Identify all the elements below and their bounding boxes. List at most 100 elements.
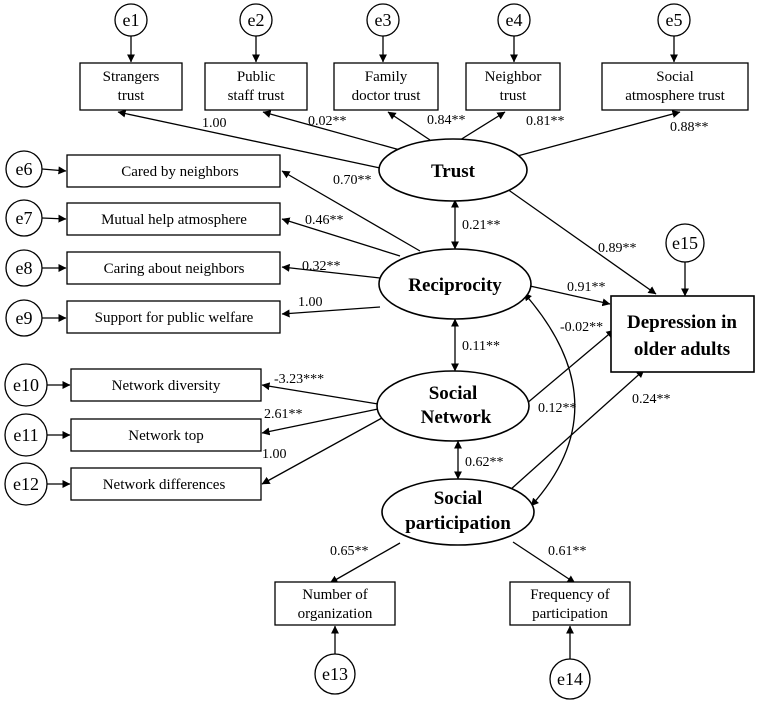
error-circle-e12 <box>4 462 48 506</box>
label-network-differences: Network differences <box>103 477 226 493</box>
coef-network-depression: -0.02** <box>560 320 603 335</box>
error-label-e11: e11 <box>13 425 38 445</box>
edge-trust-neighbor <box>459 111 506 141</box>
coef-network-top: 2.61** <box>264 407 303 422</box>
coef-trust-neighbor: 0.81** <box>526 114 565 129</box>
label-social-atmosphere-trust-2: atmosphere trust <box>625 88 725 104</box>
latent-social-network-label-2: Network <box>421 407 492 428</box>
latent-social-network-label-1: Social <box>429 383 478 404</box>
coef-trust-public-staff: 0.02** <box>308 114 347 129</box>
label-strangers-trust-1: Strangers <box>103 69 160 85</box>
coef-reciprocity-network: 0.11** <box>462 339 500 354</box>
coef-recip-mutual: 0.46** <box>305 213 344 228</box>
label-number-of-organization-2: organization <box>298 606 373 622</box>
latent-reciprocity <box>378 248 532 320</box>
label-support-public-welfare: Support for public welfare <box>95 310 254 326</box>
error-label-e9: e9 <box>16 308 33 328</box>
box-network-differences <box>70 467 262 501</box>
label-public-staff-trust-2: staff trust <box>228 88 286 104</box>
label-social-atmosphere-trust-1: Social <box>656 69 694 85</box>
error-label-e2: e2 <box>248 10 265 30</box>
coef-trust-family-doctor: 0.84** <box>427 113 466 128</box>
label-neighbor-trust-1: Neighbor <box>485 69 542 85</box>
box-neighbor-trust <box>465 62 561 111</box>
latent-trust-label: Trust <box>431 161 476 182</box>
box-mutual-help-atmosphere <box>66 202 281 236</box>
coef-trust-reciprocity: 0.21** <box>462 218 501 233</box>
label-network-top: Network top <box>128 428 203 444</box>
coef-participation-number: 0.65** <box>330 544 369 559</box>
edge-trust-social-atmosphere <box>509 110 681 159</box>
box-social-atmosphere-trust <box>601 62 749 111</box>
latent-social-participation <box>381 478 535 546</box>
error-label-e8: e8 <box>16 258 33 278</box>
error-label-e1: e1 <box>123 10 140 30</box>
box-family-doctor-trust <box>333 62 439 111</box>
coef-trust-depression: 0.89** <box>598 241 637 256</box>
coef-reciprocity-depression: 0.91** <box>567 280 606 295</box>
label-caring-about-neighbors: Caring about neighbors <box>104 261 245 277</box>
edge-trust-strangers <box>117 109 381 169</box>
edge-recip-caring <box>281 263 381 279</box>
coef-recip-caring: 0.32** <box>302 259 341 274</box>
box-public-staff-trust <box>204 62 308 111</box>
edge-participation-frequency <box>512 541 576 584</box>
edge-e7-mutual <box>41 214 67 223</box>
edge-trust-public-staff <box>262 110 401 151</box>
error-circle-e4 <box>497 3 531 37</box>
latent-reciprocity-label: Reciprocity <box>408 275 502 296</box>
coef-trust-strangers: 1.00 <box>202 116 227 131</box>
label-number-of-organization-1: Number of <box>302 587 367 603</box>
coef-participation-depression: 0.24** <box>632 392 671 407</box>
error-circle-e3 <box>366 3 400 37</box>
label-family-doctor-trust-2: doctor trust <box>352 88 422 104</box>
box-network-diversity <box>70 368 262 402</box>
edge-network-depression <box>525 329 615 405</box>
error-circle-e1 <box>114 3 148 37</box>
edge-participation-number <box>329 542 401 584</box>
error-label-e6: e6 <box>16 159 33 179</box>
label-public-staff-trust-1: Public <box>237 69 276 85</box>
label-network-diversity: Network diversity <box>112 378 221 394</box>
error-circle-e7 <box>5 199 43 237</box>
error-circle-e15 <box>665 223 705 263</box>
latent-social-participation-label-1: Social <box>434 488 483 509</box>
label-depression-1: Depression in <box>627 312 737 333</box>
coef-network-diversity: -3.23*** <box>274 372 324 387</box>
box-number-of-organization <box>274 581 396 626</box>
edges <box>41 34 689 659</box>
edge-recip-support <box>281 306 381 318</box>
coef-recip-support: 1.00 <box>298 295 323 310</box>
edge-network-differences <box>261 417 383 485</box>
latent-trust <box>378 138 528 202</box>
error-label-e13: e13 <box>322 664 348 684</box>
edge-e6-cared <box>41 166 67 175</box>
error-label-e3: e3 <box>375 10 392 30</box>
edge-recip-cared <box>281 170 421 252</box>
coef-participation-frequency: 0.61** <box>548 544 587 559</box>
label-family-doctor-trust-1: Family <box>365 69 408 85</box>
error-label-e4: e4 <box>506 10 523 30</box>
edge-reciprocity-depression <box>529 285 611 307</box>
indicator-boxes: Strangers trust Public staff trust Famil… <box>66 62 749 626</box>
label-mutual-help-atmosphere: Mutual help atmosphere <box>101 212 247 228</box>
coef-network-participation: 0.62** <box>465 455 504 470</box>
error-circle-e2 <box>239 3 273 37</box>
edge-trust-depression <box>499 183 657 295</box>
edge-recip-mutual <box>281 217 401 257</box>
box-caring-about-neighbors <box>66 251 281 285</box>
error-label-e10: e10 <box>13 375 39 395</box>
latent-social-network <box>376 370 530 442</box>
label-frequency-of-participation-1: Frequency of <box>530 587 610 603</box>
outcome: Depression in older adults <box>610 295 755 373</box>
error-label-e14: e14 <box>557 669 583 689</box>
label-neighbor-trust-2: trust <box>500 88 528 104</box>
latent-social-participation-label-2: participation <box>405 513 511 534</box>
error-label-e7: e7 <box>16 208 33 228</box>
box-frequency-of-participation <box>509 581 631 626</box>
coefficients: 1.00 0.02** 0.84** 0.81** 0.88** 0.70** … <box>202 113 709 559</box>
label-depression-2: older adults <box>634 339 730 360</box>
edge-network-diversity <box>261 382 379 405</box>
box-depression-older-adults <box>610 295 755 373</box>
